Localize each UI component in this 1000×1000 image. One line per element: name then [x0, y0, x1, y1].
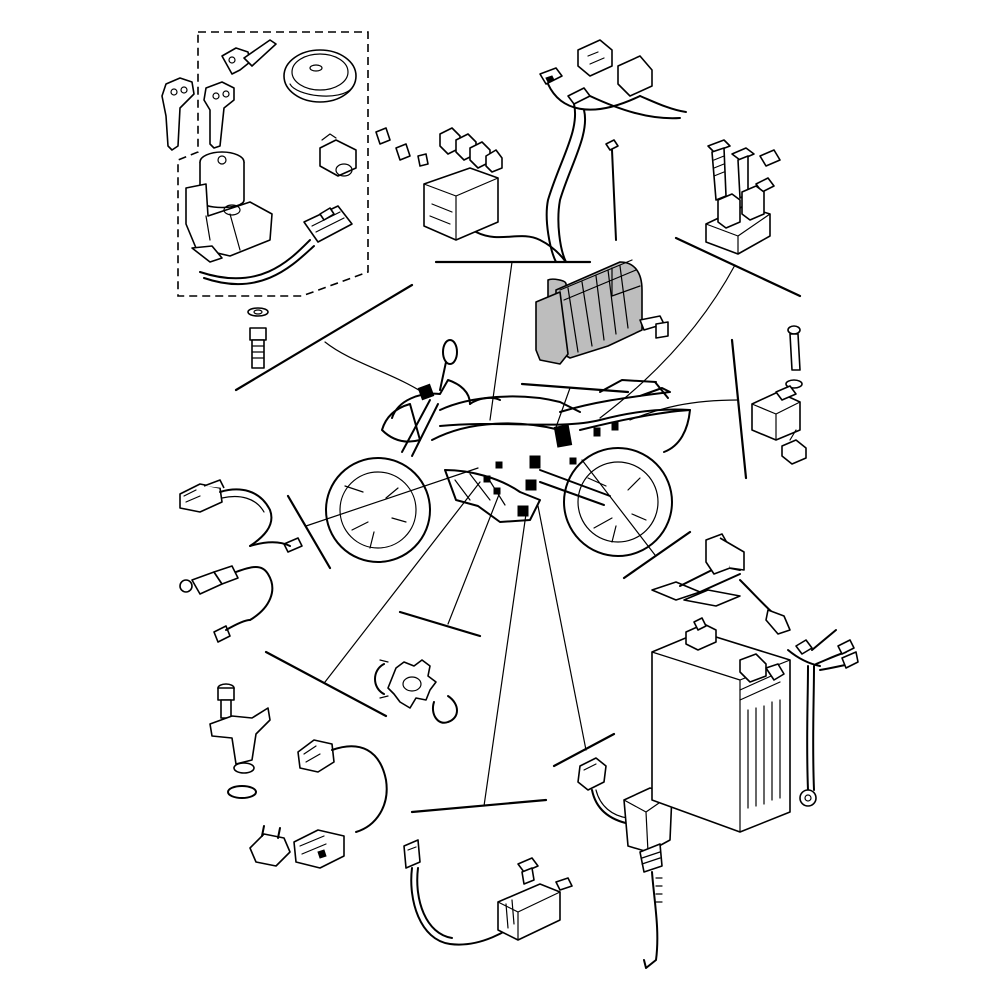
key-icon: [161, 77, 195, 151]
connector: [303, 205, 353, 243]
starter-relay: [751, 325, 807, 465]
bolt: [731, 147, 755, 199]
connector: [577, 757, 607, 791]
fuse-box: [423, 167, 567, 263]
connector: [403, 839, 421, 869]
sensor-tip: [179, 565, 274, 621]
terminal: [213, 619, 251, 643]
bolt: [517, 857, 539, 885]
cable-tie: [605, 139, 619, 241]
battery-and-cables: [651, 617, 859, 833]
sensor-with-connector: [179, 479, 303, 643]
key-icon: [203, 81, 235, 149]
rectifier-regulator: [535, 259, 669, 365]
connector: [577, 39, 613, 77]
connector: [249, 825, 345, 869]
battery-band: [651, 533, 791, 635]
bolt: [639, 315, 669, 339]
fuse-icon: [375, 127, 503, 173]
fuel-cap: [283, 49, 357, 103]
rear-wheel: [563, 447, 673, 557]
bolt: [787, 325, 801, 371]
bolt: [707, 139, 731, 201]
ignition-switch-body: [185, 151, 273, 263]
front-wheel: [325, 457, 431, 563]
bolt: [247, 307, 269, 369]
connector: [297, 739, 335, 773]
crank-sensor-and-reluctor: [374, 659, 458, 724]
connector: [179, 479, 225, 513]
neutral-switch: [577, 757, 673, 969]
speed-sensor: [209, 683, 388, 869]
lock-cylinder: [319, 133, 357, 177]
terminal: [685, 617, 717, 651]
bolt: [217, 683, 235, 719]
ignition-coil: [403, 839, 573, 946]
probe: [249, 537, 303, 553]
fuse-box-and-harness: [375, 39, 687, 263]
ignition-switch-assembly: [161, 31, 369, 369]
key-icon: [221, 39, 277, 75]
relay: [705, 139, 781, 255]
leader-lines: [234, 236, 802, 814]
